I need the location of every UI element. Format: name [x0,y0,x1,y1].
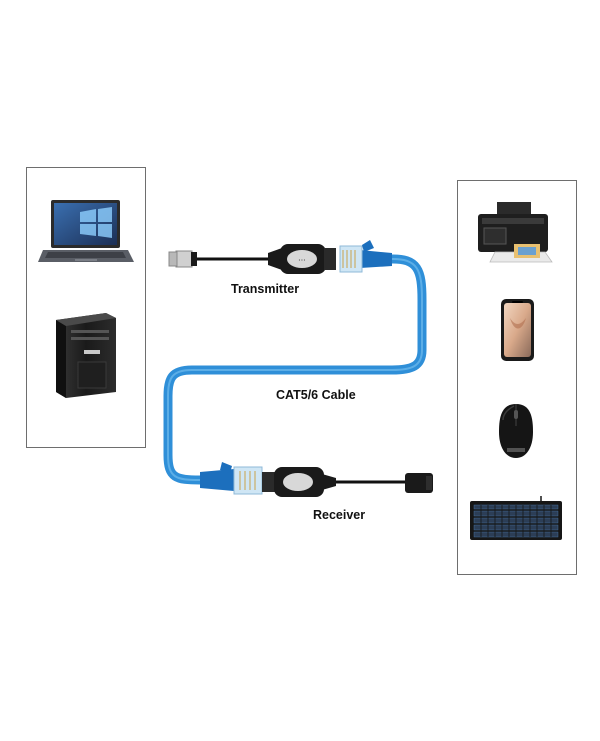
cable-label: CAT5/6 Cable [276,388,356,402]
svg-text:• • •: • • • [299,257,306,262]
keyboard-icon [470,496,562,540]
mouse-icon [499,404,533,458]
transmitter-label: Transmitter [231,282,300,296]
transmitter-adapter: • • • [168,244,336,274]
smartphone-icon [501,299,534,361]
receiver-adapter [262,467,433,497]
receiver-label: Receiver [313,508,366,522]
desktop-tower-icon [56,313,116,398]
rj45-connector-bottom [200,462,263,495]
printer-icon [478,202,553,263]
rj45-connector-top [339,240,392,273]
laptop-icon [38,200,134,262]
